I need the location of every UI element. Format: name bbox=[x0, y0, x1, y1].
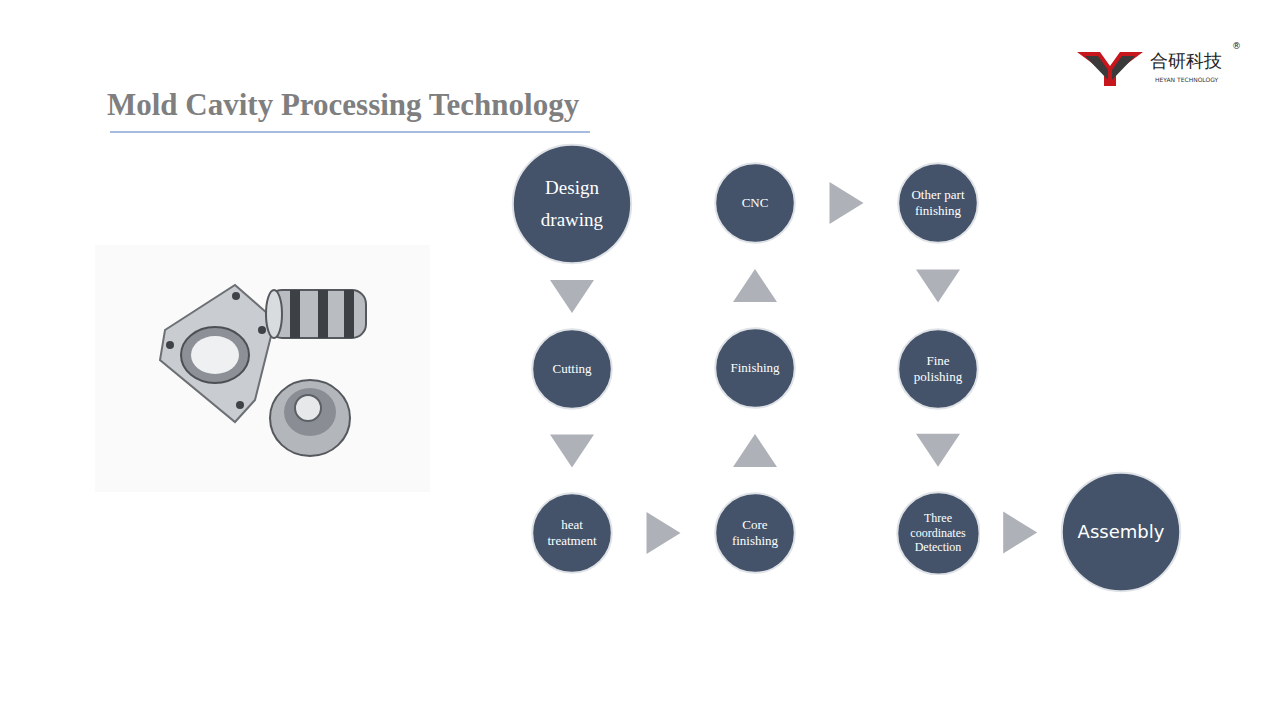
slide-title: Mold Cavity Processing Technology bbox=[107, 86, 579, 123]
process-circle: Finishing bbox=[714, 327, 796, 409]
process-circle: Cutting bbox=[531, 328, 613, 410]
circle-shape bbox=[511, 143, 633, 265]
circle-outline bbox=[715, 493, 795, 573]
circle-outline bbox=[532, 493, 612, 573]
process-circle: CNC bbox=[714, 162, 796, 244]
flow-arrow bbox=[550, 435, 594, 468]
step-label: Core finishing bbox=[723, 517, 787, 550]
step-label: Design drawing bbox=[529, 172, 615, 237]
registered-mark: ® bbox=[1232, 42, 1241, 51]
step-label: heat treatment bbox=[540, 517, 604, 550]
step-label: Assembly bbox=[1071, 521, 1171, 543]
flow-arrow bbox=[733, 434, 777, 467]
company-name: 合研科技 bbox=[1150, 51, 1222, 71]
process-circle: Fine polishing bbox=[897, 328, 979, 410]
step-label: Fine polishing bbox=[906, 353, 970, 386]
logo-mark bbox=[1077, 52, 1143, 86]
circle-outline bbox=[715, 328, 795, 408]
circle-outline bbox=[898, 329, 978, 409]
step-label: Other part finishing bbox=[905, 187, 971, 220]
flow-arrow bbox=[647, 512, 681, 554]
circle-outline bbox=[513, 145, 631, 263]
process-circle: heat treatment bbox=[531, 492, 613, 574]
process-circle: Other part finishing bbox=[897, 162, 979, 244]
step-label: Three coordinates Detection bbox=[905, 511, 971, 554]
flow-arrow bbox=[550, 280, 594, 313]
circle-outline bbox=[532, 329, 612, 409]
circle-outline bbox=[715, 163, 795, 243]
circle-outline bbox=[898, 163, 978, 243]
process-circle: Three coordinates Detection bbox=[896, 491, 981, 576]
flow-arrow bbox=[733, 269, 777, 302]
flow-arrow bbox=[916, 434, 960, 467]
flow-arrow bbox=[830, 182, 864, 224]
circle-outline bbox=[1062, 473, 1180, 591]
step-label: Finishing bbox=[722, 360, 788, 376]
flow-arrow bbox=[916, 270, 960, 303]
process-circle: Core finishing bbox=[714, 492, 796, 574]
company-name-en: HEYAN TECHNOLOGY bbox=[1155, 77, 1218, 83]
process-circle: Assembly bbox=[1060, 471, 1182, 593]
step-label: CNC bbox=[723, 195, 787, 211]
step-label: Cutting bbox=[540, 361, 604, 377]
circle-outline bbox=[897, 492, 979, 574]
process-circle: Design drawing bbox=[511, 143, 633, 265]
flow-arrow bbox=[1003, 512, 1037, 554]
mold-parts-photo bbox=[95, 245, 430, 492]
title-underline bbox=[110, 132, 590, 133]
